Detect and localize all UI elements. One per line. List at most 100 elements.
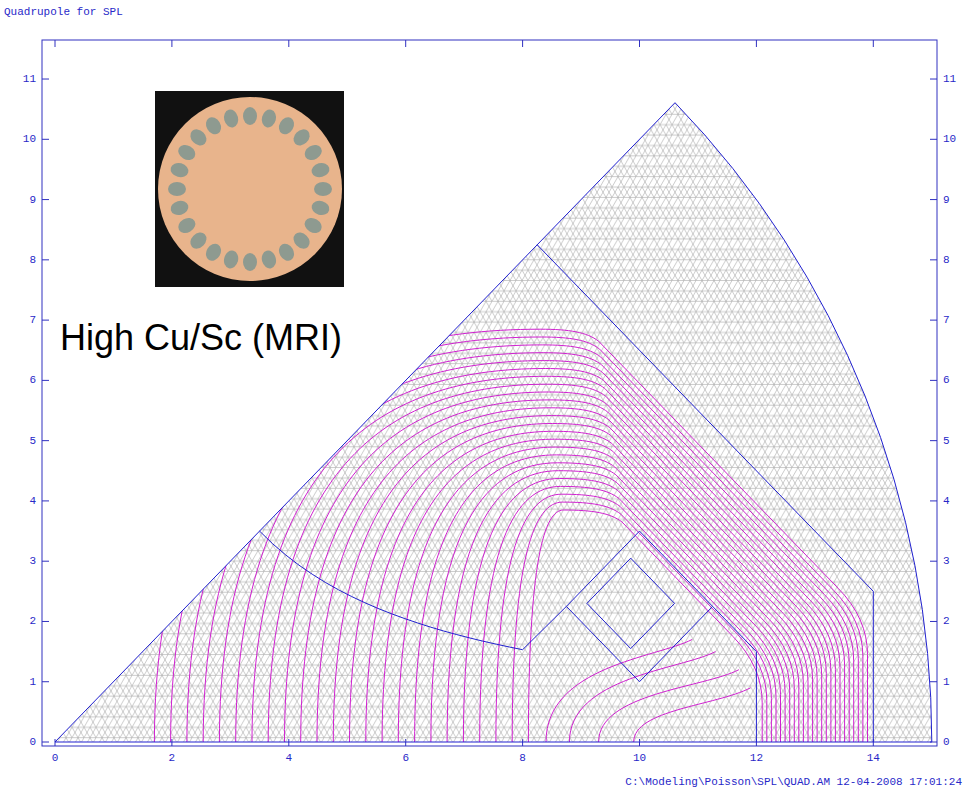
axis-ticks: [42, 40, 937, 746]
field-line: [333, 416, 817, 742]
field-line: [382, 439, 803, 742]
filament: [168, 182, 186, 196]
tick: [42, 380, 49, 381]
tick: [930, 681, 937, 682]
field-line: [569, 652, 715, 742]
filament: [222, 108, 240, 129]
filament: [260, 108, 278, 129]
y-axis-number: 2: [29, 615, 36, 627]
plot-frame: [42, 40, 937, 746]
y-axis-number: 10: [23, 133, 36, 145]
tick: [288, 40, 289, 47]
filament: [290, 126, 313, 149]
y-axis-number: 1: [29, 676, 36, 688]
coil-boundary: [566, 606, 712, 681]
y-axis-number: 5: [943, 435, 950, 447]
x-axis-number: 12: [750, 752, 763, 764]
y-axis-number: 7: [29, 314, 36, 326]
tick: [930, 79, 937, 80]
field-line: [463, 479, 780, 743]
y-axis-number: 3: [29, 555, 36, 567]
filament: [302, 215, 325, 236]
tick: [42, 199, 49, 200]
filament: [203, 115, 224, 138]
field-line: [634, 688, 751, 742]
tick: [930, 139, 937, 140]
field-line: [154, 329, 867, 742]
y-axis-number: 10: [943, 133, 956, 145]
y-axis-number: 8: [29, 254, 36, 266]
wire-copper: [158, 97, 342, 281]
tick: [639, 40, 640, 47]
field-line: [415, 455, 795, 742]
y-axis-number: 6: [943, 374, 950, 386]
tick: [930, 500, 937, 501]
wire-filaments: [168, 107, 332, 271]
tick: [930, 621, 937, 622]
filament: [187, 229, 210, 252]
yoke-boundary: [537, 245, 873, 742]
field-line: [366, 431, 808, 742]
tick: [930, 199, 937, 200]
y-axis-number: 4: [29, 495, 36, 507]
tick: [873, 40, 874, 47]
filament: [222, 249, 240, 270]
y-axis-number: 4: [943, 495, 950, 507]
x-axis-number: 4: [285, 752, 292, 764]
field-line: [268, 384, 835, 742]
file-stamp: C:\Modeling\Poisson\SPL\QUAD.AM 12-04-20…: [625, 776, 962, 788]
inset-caption: High Cu/Sc (MRI): [60, 318, 342, 358]
filament: [276, 115, 297, 138]
filament: [276, 241, 297, 264]
y-axis-number: 1: [943, 676, 950, 688]
field-line: [203, 353, 854, 742]
field-line: [317, 408, 822, 742]
field-line: [252, 376, 840, 742]
filament: [176, 215, 199, 236]
filament: [169, 161, 190, 179]
y-axis-number: 7: [943, 314, 950, 326]
tick: [756, 40, 757, 47]
tick: [42, 621, 49, 622]
tick: [930, 259, 937, 260]
field-line: [219, 361, 849, 742]
tick: [405, 40, 406, 47]
field-line: [546, 640, 692, 743]
filament: [260, 249, 278, 270]
tick: [930, 561, 937, 562]
tick: [42, 79, 49, 80]
field-line: [480, 486, 776, 742]
x-axis-number: 10: [633, 752, 646, 764]
y-axis-number: 0: [29, 736, 36, 748]
wire-inset: [155, 91, 344, 287]
tick: [42, 440, 49, 441]
tick: [42, 561, 49, 562]
tick: [55, 40, 56, 47]
filament: [176, 142, 199, 163]
y-axis-number: 5: [29, 435, 36, 447]
field-line: [431, 463, 790, 742]
filament: [290, 229, 313, 252]
y-axis-number: 8: [943, 254, 950, 266]
tick: [930, 380, 937, 381]
inset-background: [155, 91, 344, 287]
filament: [169, 199, 190, 217]
tick: [42, 259, 49, 260]
tick: [42, 500, 49, 501]
x-axis-number: 2: [169, 752, 176, 764]
tick: [42, 681, 49, 682]
y-axis-number: 9: [943, 194, 950, 206]
filament: [187, 126, 210, 149]
y-axis-number: 2: [943, 615, 950, 627]
field-line: [187, 345, 858, 742]
field-line: [398, 447, 799, 742]
y-axis-number: 0: [943, 736, 950, 748]
field-line: [528, 510, 762, 742]
x-axis-number: 8: [519, 752, 526, 764]
field-line: [350, 424, 813, 743]
tick: [930, 320, 937, 321]
tick: [42, 320, 49, 321]
field-lines: [154, 329, 867, 742]
